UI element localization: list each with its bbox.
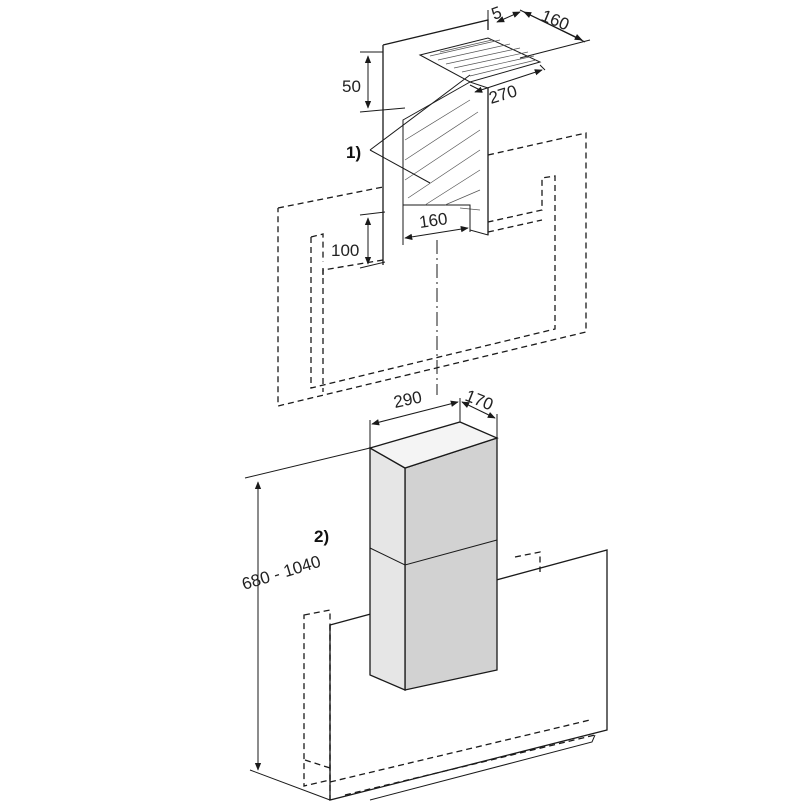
dim-depth: 270	[487, 81, 520, 107]
hood-panel	[329, 549, 608, 801]
ref-2-label: 2)	[314, 527, 329, 546]
dim-top-depth-offset: 5	[489, 3, 504, 24]
dim-top-width: 160	[539, 6, 572, 34]
ref1-leader	[369, 74, 471, 184]
top-outlet-hatch	[418, 37, 542, 83]
dim-chimney-height-range: 680 - 1040	[240, 552, 323, 594]
dim-chimney-depth: 170	[463, 386, 496, 414]
dim-lower-width: 160	[418, 209, 449, 232]
dim-height-offset: 50	[342, 77, 361, 96]
dimension-lines-upper	[359, 9, 591, 269]
cabinet-outline-inner	[310, 175, 556, 389]
hood-dashed-outline	[303, 551, 541, 787]
cabinet-outline-outer	[277, 132, 587, 407]
ref-1-label: 1)	[346, 143, 361, 162]
upper-assembly	[277, 19, 587, 407]
chimney-joint	[369, 539, 498, 566]
chimney-side	[404, 437, 498, 691]
duct-hatch	[402, 81, 489, 236]
dimension-lines-chimney	[244, 398, 498, 801]
dim-lower-height-offset: 100	[331, 241, 359, 260]
dim-chimney-width: 290	[392, 387, 424, 411]
chimney-assembly	[303, 421, 608, 801]
chimney-front	[369, 446, 406, 691]
